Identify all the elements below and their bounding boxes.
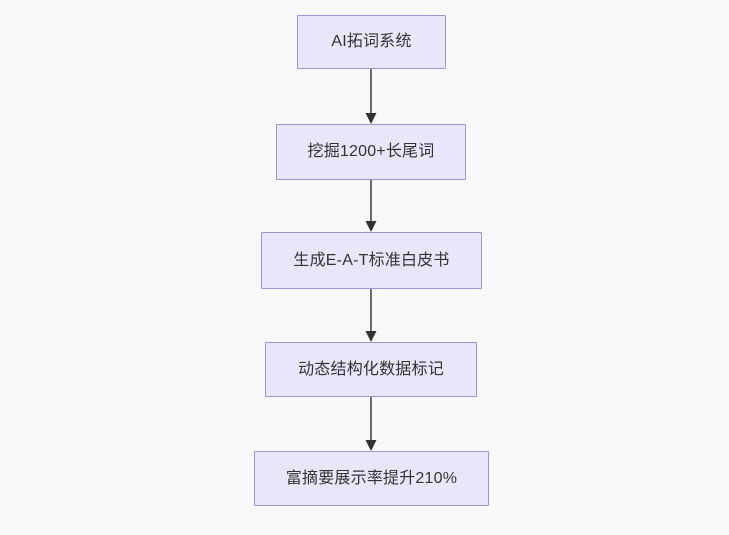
flow-node-label: 挖掘1200+长尾词 [307, 143, 435, 161]
edge-n1-n2 [361, 69, 381, 124]
flow-node-label: 动态结构化数据标记 [298, 360, 444, 378]
flow-node-ai-keyword-system[interactable]: AI拓词系统 [297, 15, 446, 69]
flow-node-dynamic-structured-data-markup[interactable]: 动态结构化数据标记 [265, 342, 477, 397]
flow-node-label: 生成E-A-T标准白皮书 [293, 251, 450, 269]
edge-n4-n5 [361, 397, 381, 451]
flow-node-mine-longtail-keywords[interactable]: 挖掘1200+长尾词 [276, 124, 466, 180]
edge-n3-n4 [361, 289, 381, 342]
flow-node-rich-snippet-rate-increase[interactable]: 富摘要展示率提升210% [254, 451, 489, 506]
flow-node-label: 富摘要展示率提升210% [285, 469, 458, 487]
flow-node-label: AI拓词系统 [331, 33, 412, 51]
flow-node-generate-eat-whitepaper[interactable]: 生成E-A-T标准白皮书 [261, 232, 482, 289]
edge-n2-n3 [361, 180, 381, 232]
